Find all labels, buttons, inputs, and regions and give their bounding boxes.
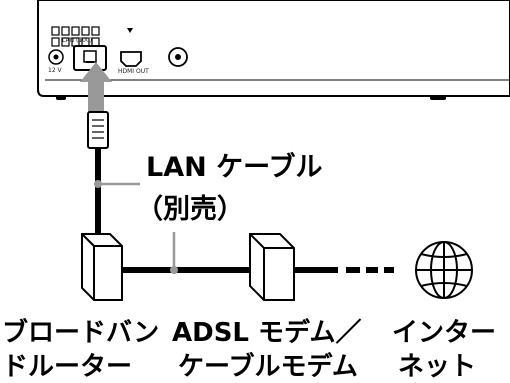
hdmi-port	[120, 28, 142, 67]
digital-audio-jack	[168, 47, 188, 67]
lan-plug	[87, 111, 109, 149]
router-device	[81, 233, 123, 301]
router-label-line1: ブロードバン	[2, 318, 160, 348]
globe-icon	[415, 241, 473, 299]
player-unit	[37, 0, 510, 100]
dc-in-jack	[48, 49, 64, 65]
player-foot	[430, 95, 446, 100]
hdmi-out-label: HDMI OUT	[118, 68, 149, 75]
modem-label-line2: ケーブルモデム	[178, 352, 358, 382]
cable-callout	[94, 180, 178, 274]
internet-label-line1: インター	[392, 318, 497, 348]
player-foot	[56, 95, 66, 100]
lan-port	[73, 45, 107, 71]
modem-device	[249, 233, 295, 301]
lan-port-label: LAN (100)	[62, 37, 93, 44]
dc-in-label: 12 V	[48, 67, 62, 74]
modem-label-line1: ADSL モデム／	[172, 318, 362, 348]
lan-cable-label: LAN ケーブル	[146, 152, 323, 183]
internet-label-line2: ネット	[398, 352, 477, 382]
router-label-line2: ドルーター	[2, 352, 133, 382]
lan-cable-sold-separately: （別売）	[136, 194, 244, 225]
hdmi-indicator-icon	[127, 28, 133, 33]
connect-arrow-icon	[80, 62, 112, 112]
